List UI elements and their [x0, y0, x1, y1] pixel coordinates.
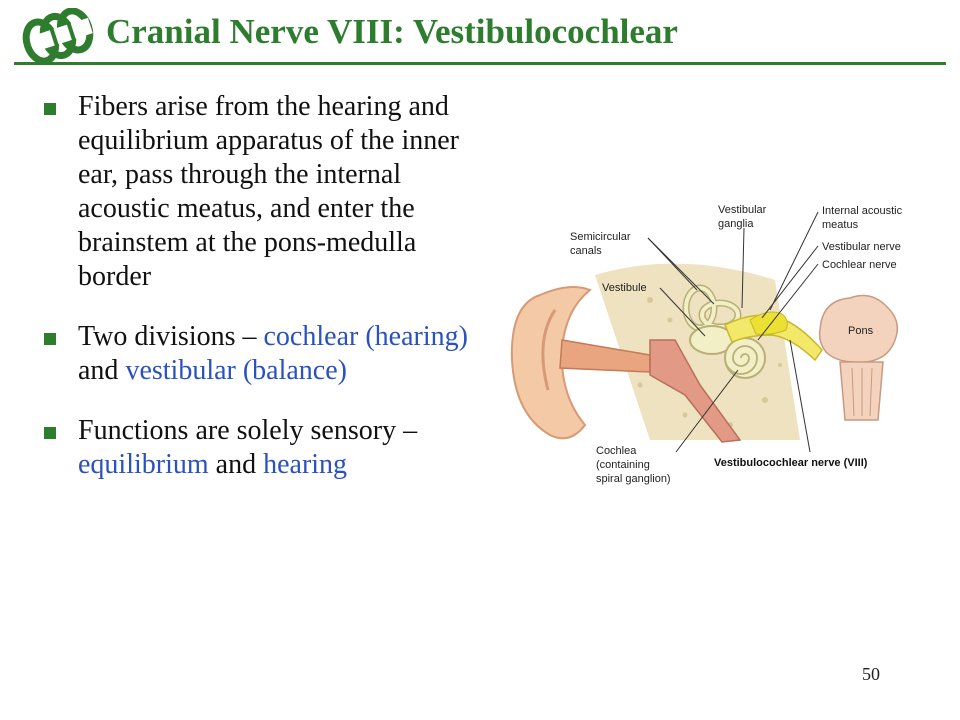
highlighted-term: cochlear (hearing) — [263, 321, 468, 352]
ear-anatomy-illustration: Semicircular canals Vestibule Vestibular… — [510, 204, 903, 485]
temporal-bone-shape — [595, 263, 800, 440]
bullet-item: Functions are solely sensory – equilibri… — [40, 414, 470, 482]
middle-ear-shape — [649, 339, 742, 443]
label-cochlea-3: spiral ganglion) — [596, 473, 671, 485]
label-semicircular-canals-1: Semicircular — [570, 231, 631, 243]
vestibular-ganglia-shape — [749, 311, 788, 335]
label-leader-lines — [647, 211, 819, 453]
highlighted-term: equilibrium — [78, 449, 209, 480]
highlighted-term: hearing — [263, 449, 348, 480]
bullet-text: Fibers arise from the hearing and equili… — [78, 90, 470, 294]
square-bullet-icon — [44, 103, 56, 115]
pons-shape — [818, 294, 899, 421]
cochlea-shape — [724, 337, 766, 379]
label-vestibulocochlear-nerve: Vestibulocochlear nerve (VIII) — [714, 457, 868, 469]
label-internal-acoustic-meatus-2: meatus — [822, 219, 859, 231]
outer-ear-shape — [510, 285, 592, 440]
label-cochlea-1: Cochlea — [596, 445, 637, 457]
bullet-list: Fibers arise from the hearing and equili… — [40, 90, 470, 508]
ear-fold — [541, 309, 557, 391]
label-vestibular-ganglia-1: Vestibular — [718, 204, 767, 216]
bullet-text: Two divisions – cochlear (hearing) and v… — [78, 320, 470, 388]
bullet-text-part: and — [78, 355, 126, 386]
label-vestibule: Vestibule — [602, 282, 647, 294]
bullet-item: Fibers arise from the hearing and equili… — [40, 90, 470, 294]
bullet-text-part: Fibers arise from the hearing and equili… — [78, 91, 459, 292]
square-bullet-icon — [44, 333, 56, 345]
label-vestibular-ganglia-2: ganglia — [718, 218, 754, 230]
label-pons: Pons — [848, 325, 874, 337]
page-number: 50 — [862, 664, 880, 684]
square-bullet-icon — [44, 427, 56, 439]
label-cochlea-2: (containing — [596, 459, 650, 471]
slide-title: Cranial Nerve VIII: Vestibulocochlear — [106, 12, 678, 51]
bullet-text-part: Two divisions – — [78, 321, 264, 352]
label-internal-acoustic-meatus-1: Internal acoustic — [822, 205, 903, 217]
bullet-text: Functions are solely sensory – equilibri… — [78, 414, 470, 482]
bullet-item: Two divisions – cochlear (hearing) and v… — [40, 320, 470, 388]
ccc-logo — [22, 8, 94, 64]
bullet-text-part: and — [208, 449, 264, 480]
title-underline — [14, 62, 946, 65]
label-vestibular-nerve: Vestibular nerve — [822, 241, 901, 253]
bullet-text-part: Functions are solely sensory – — [78, 415, 418, 446]
label-semicircular-canals-2: canals — [570, 245, 602, 257]
label-cochlear-nerve: Cochlear nerve — [822, 259, 897, 271]
highlighted-term: vestibular (balance) — [125, 355, 347, 386]
